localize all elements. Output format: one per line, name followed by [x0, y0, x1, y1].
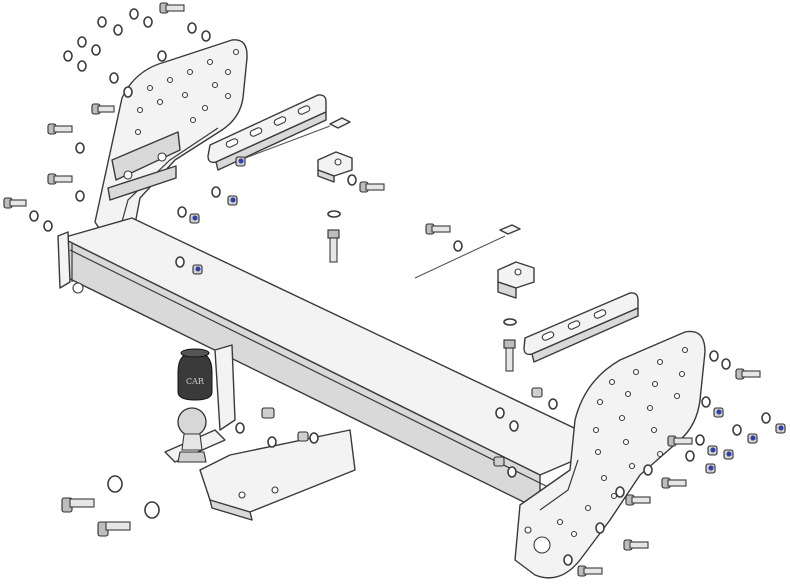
bolt — [661, 477, 687, 489]
bolt — [47, 123, 73, 135]
bolt — [159, 2, 185, 14]
left-mounting-plate — [94, 39, 248, 249]
fastener-set-right — [563, 350, 786, 577]
bolt — [47, 173, 73, 185]
right-plate-holes — [556, 346, 689, 538]
main-cross-beam — [57, 217, 611, 511]
angle-bracket-right — [497, 261, 535, 299]
bolt — [91, 103, 115, 115]
bolt — [97, 521, 131, 537]
vertical-bolt-right — [503, 318, 517, 372]
right-mounting-plate — [514, 330, 706, 579]
nut-set-left — [175, 156, 246, 275]
bolt — [625, 494, 651, 506]
bolt — [577, 565, 603, 577]
vertical-bolt-left — [327, 210, 341, 263]
bolt — [667, 435, 693, 447]
bolt — [425, 223, 451, 235]
fastener-set-top-left — [3, 2, 211, 232]
bolt — [359, 181, 385, 193]
tow-ball — [177, 407, 207, 437]
right-slotted-bracket — [523, 292, 639, 363]
angle-bracket-left — [317, 151, 353, 183]
bolt — [735, 368, 761, 380]
fastener-set-center — [347, 174, 463, 252]
tow-ball-rubber-cap: CAR — [177, 348, 213, 401]
cap-brand-text: CAR — [186, 377, 205, 386]
left-plate-holes — [134, 48, 240, 136]
fastener-set-lower-center — [235, 387, 558, 478]
left-slotted-bracket — [207, 94, 351, 171]
bolt — [623, 539, 649, 551]
tow-ball-assembly — [164, 344, 356, 521]
bolt — [61, 497, 95, 513]
fastener-set-bottom-left — [61, 475, 160, 537]
wire-right — [414, 224, 521, 279]
bolt — [3, 197, 27, 209]
